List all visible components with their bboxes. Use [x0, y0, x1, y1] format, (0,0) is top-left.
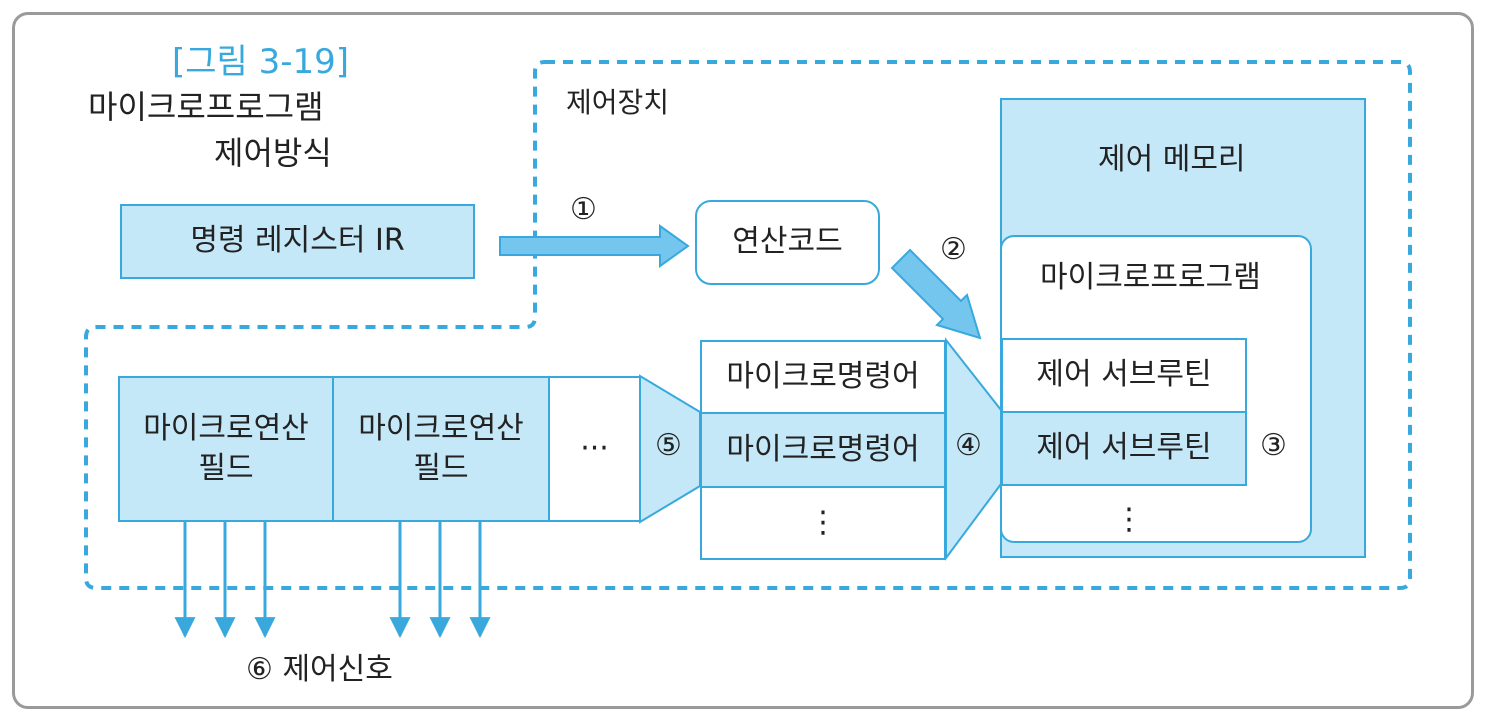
- opcode-box: 연산코드: [695, 200, 880, 285]
- micro-instruction-1: 마이크로명령어: [700, 340, 946, 414]
- step-6-marker: ⑥: [246, 652, 273, 687]
- instruction-register-box: 명령 레지스터 IR: [120, 204, 475, 279]
- step-3-marker: ③: [1260, 428, 1287, 463]
- micro-op-field-ellipsis: ···: [580, 430, 609, 466]
- step-4-marker: ④: [955, 428, 982, 463]
- opcode-label: 연산코드: [732, 224, 843, 260]
- control-memory-ellipsis: ⋮: [1114, 502, 1144, 537]
- micro-instruction-2-label: 마이크로명령어: [726, 431, 920, 467]
- micro-op-field-more: ···: [548, 376, 641, 522]
- micro-op-field-2: 마이크로연산 필드: [332, 376, 550, 522]
- figure-title-line2: 제어방식: [214, 134, 332, 172]
- micro-op-field-1: 마이크로연산 필드: [118, 376, 334, 522]
- control-unit-label: 제어장치: [566, 86, 670, 119]
- micro-op-field-1-label: 마이크로연산 필드: [143, 410, 309, 487]
- arrow-opcode-to-control-memory: [890, 248, 982, 340]
- micro-op-field-2-label: 마이크로연산 필드: [358, 410, 524, 487]
- microprogram-label: 마이크로프로그램: [1040, 260, 1261, 295]
- micro-instruction-ellipsis: ⋮: [808, 504, 838, 540]
- control-subroutine-1: 제어 서브루틴: [1001, 338, 1247, 413]
- control-unit-boundary: [84, 60, 1412, 590]
- micro-instruction-1-label: 마이크로명령어: [726, 358, 920, 394]
- step-1-marker: ①: [570, 192, 597, 227]
- control-signal-caption: ⑥ 제어신호: [246, 652, 393, 688]
- control-signal-label: 제어신호: [282, 652, 393, 687]
- control-memory-label: 제어 메모리: [1098, 142, 1246, 177]
- micro-instruction-2: 마이크로명령어: [700, 412, 946, 488]
- figure-title-line1: 마이크로프로그램: [88, 88, 324, 126]
- micro-instruction-more: ⋮: [700, 486, 946, 560]
- control-subroutine-2-label: 제어 서브루틴: [1036, 430, 1212, 466]
- step-2-marker: ②: [940, 232, 967, 267]
- step-5-marker: ⑤: [655, 428, 682, 463]
- control-subroutine-1-label: 제어 서브루틴: [1036, 357, 1212, 393]
- control-subroutine-2: 제어 서브루틴: [1001, 411, 1247, 486]
- instruction-register-label: 명령 레지스터 IR: [190, 223, 405, 259]
- figure-number: [그림 3-19]: [172, 42, 350, 82]
- arrow-ir-to-opcode: [499, 224, 690, 268]
